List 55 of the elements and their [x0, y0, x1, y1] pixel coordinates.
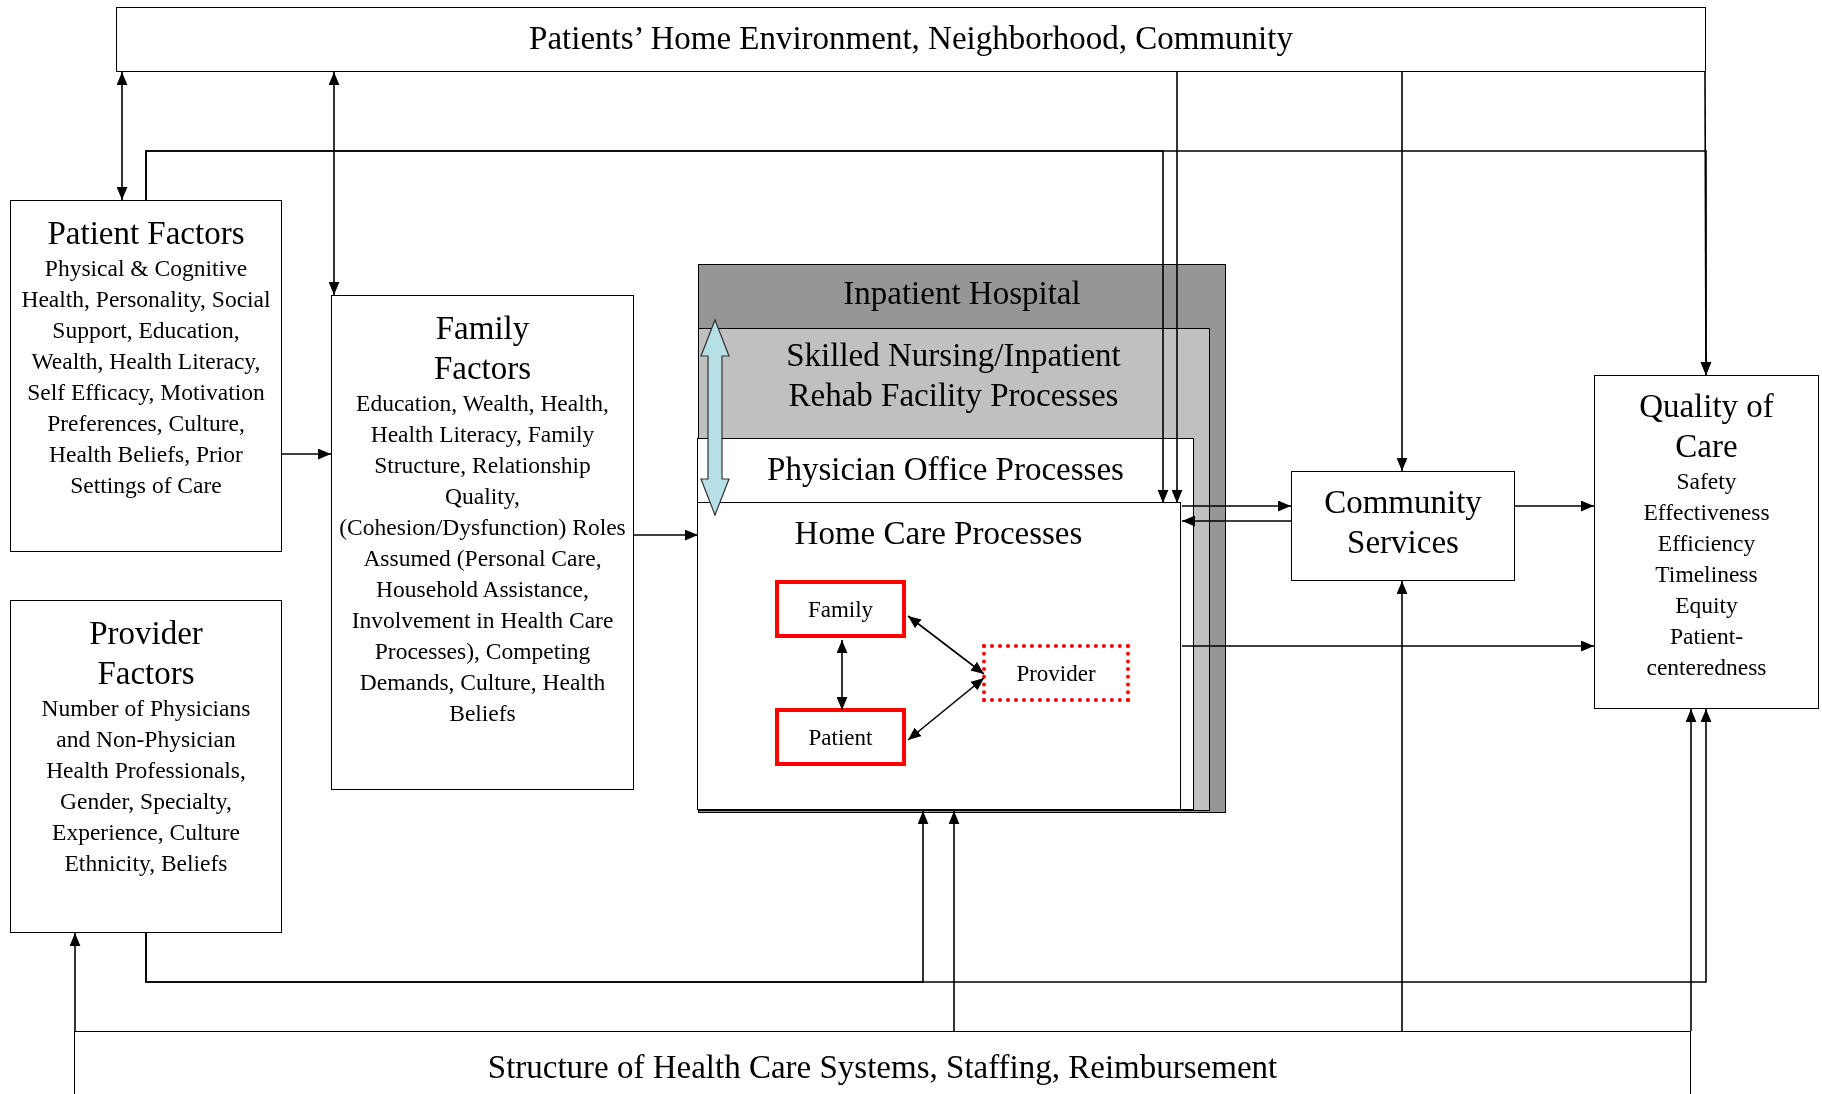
structure-band [74, 1031, 1691, 1094]
box-text: Physical & Cognitive Health, Personality, Social Support, Education, Wealth, Health Literacy, Self Efficacy, Motivation Preferences, Culture, Health Beliefs, Prior Settings of Care [20, 254, 272, 500]
arrow [1514, 500, 1595, 512]
arrow [1396, 71, 1408, 472]
box-text: Number of Physicians and Non-Physician Health Professionals, Gender, Specialty, Experience, Culture Ethnicity, Beliefs [40, 694, 252, 878]
box-heading: Home Care Processes [793, 513, 1084, 553]
factor-box [331, 295, 634, 790]
box-heading: Structure of Health Care Systems, Staffing, Reimbursement [486, 1048, 1279, 1087]
box-text: Patient-centeredness [1645, 622, 1768, 682]
arrow [1181, 500, 1292, 512]
box-text: Efficiency [1656, 529, 1757, 558]
role-box [982, 644, 1130, 702]
box-heading: Quality of Care [1638, 387, 1775, 466]
service-box [1291, 471, 1515, 581]
arrow [281, 448, 332, 460]
arrow [1700, 71, 1712, 376]
box-heading: Patient [808, 723, 873, 752]
arrow [1685, 708, 1697, 1032]
box-heading: Inpatient Hospital [842, 274, 1082, 313]
box-text: Timeliness [1654, 560, 1759, 589]
arrow [1171, 71, 1183, 504]
box-heading: Family [807, 595, 874, 624]
setting-box [696, 501, 1181, 810]
outcome-box [1594, 375, 1819, 709]
arrow [907, 677, 985, 741]
arrow [907, 615, 985, 675]
arrow [116, 71, 128, 201]
box-heading: Provider [1016, 659, 1096, 688]
arrow [633, 529, 699, 541]
box-heading: Provider Factors [88, 614, 204, 693]
box-heading: Patients’ Home Environment, Neighborhood, Community [528, 19, 1294, 58]
arrow [1396, 580, 1408, 1032]
arrow [948, 810, 960, 1032]
role-box [775, 580, 906, 638]
box-heading: Physician Office Processes [766, 450, 1125, 489]
box-heading: Patient Factors [46, 214, 246, 253]
factor-box [10, 600, 282, 933]
arrow [328, 71, 340, 296]
box-text: Equity [1674, 591, 1739, 620]
setting-box [697, 438, 1194, 810]
box-text: Education, Wealth, Health, Health Literacy, Family Structure, Relationship Quality, (Cohesion/Dysfunction) Roles Assumed (Personal Care, Household Assistance, Involvement in Health Care Processes), Competing Demands, Culture, Health Beliefs [338, 389, 627, 728]
arrow [69, 932, 81, 1032]
factor-box [10, 200, 282, 552]
box-text: Effectiveness [1642, 498, 1771, 527]
environment-band [116, 7, 1706, 72]
arrow [1181, 640, 1595, 652]
role-box [775, 708, 906, 766]
box-text: Safety [1675, 467, 1738, 496]
arrow [1181, 515, 1292, 527]
box-heading: Community Services [1323, 483, 1483, 562]
arrow [836, 639, 848, 711]
double-arrow [700, 318, 730, 517]
box-heading: Family Factors [432, 309, 533, 388]
box-heading: Skilled Nursing/Inpatient Rehab Facility Processes [785, 335, 1122, 415]
arrow [145, 708, 1712, 983]
